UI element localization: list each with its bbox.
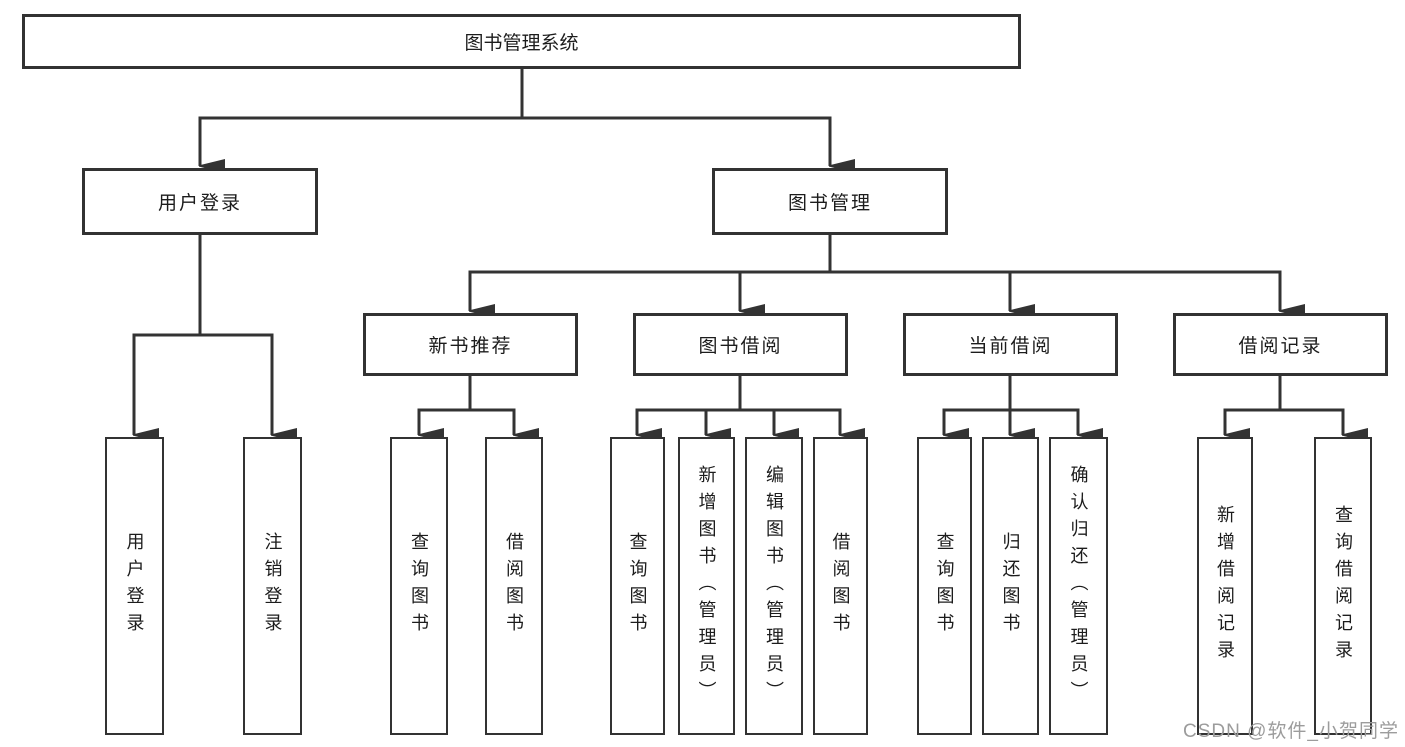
leaf-return-books: 归还图书	[982, 437, 1039, 735]
leaf-confirm-return-admin: 确认归还（管理员）	[1049, 437, 1108, 735]
leaf-borrow-books: 借阅图书	[813, 437, 868, 735]
leaf-query-borrow-record: 查询借阅记录	[1314, 437, 1372, 735]
connector-bars	[132, 69, 1345, 412]
node-current-borrowing: 当前借阅	[903, 313, 1118, 376]
leaf-label: 用户登录	[124, 532, 145, 640]
leaf-label: 注销登录	[262, 532, 283, 640]
node-borrowing-records: 借阅记录	[1173, 313, 1388, 376]
node-book-borrowing: 图书借阅	[633, 313, 848, 376]
node-label: 图书管理	[787, 193, 872, 214]
leaf-borrow-books-recommend: 借阅图书	[485, 437, 543, 735]
leaf-label: 查询图书	[627, 532, 648, 640]
leaf-query-books-recommend: 查询图书	[390, 437, 448, 735]
node-label: 当前借阅	[968, 336, 1053, 357]
leaf-label: 确认归还（管理员）	[1068, 464, 1089, 708]
node-user-login: 用户登录	[82, 168, 318, 235]
leaf-label: 借阅图书	[830, 532, 851, 640]
leaf-logout-login: 注销登录	[243, 437, 302, 735]
node-new-book-recommend: 新书推荐	[363, 313, 578, 376]
leaf-label: 借阅图书	[504, 532, 524, 640]
csdn-watermark: CSDN @软件_小贺同学	[1183, 721, 1399, 742]
leaf-edit-books-admin: 编辑图书（管理员）	[745, 437, 803, 735]
leaf-query-books-current: 查询图书	[917, 437, 972, 735]
leaf-query-books-borrow: 查询图书	[610, 437, 665, 735]
leaf-label: 查询图书	[934, 532, 955, 640]
leaf-user-login: 用户登录	[105, 437, 164, 735]
leaf-label: 新增图书（管理员）	[696, 464, 717, 708]
leaf-label: 查询借阅记录	[1333, 505, 1353, 667]
leaf-label: 新增借阅记录	[1215, 505, 1235, 667]
node-book-management: 图书管理	[712, 168, 948, 235]
leaf-label: 归还图书	[1000, 532, 1021, 640]
leaf-add-borrow-record: 新增借阅记录	[1197, 437, 1253, 735]
node-label: 用户登录	[157, 193, 242, 214]
node-label: 图书借阅	[698, 336, 783, 357]
node-label: 借阅记录	[1238, 336, 1323, 357]
leaf-label: 查询图书	[409, 532, 429, 640]
node-book-management-system: 图书管理系统	[22, 14, 1021, 69]
leaf-add-books-admin: 新增图书（管理员）	[678, 437, 735, 735]
node-label: 新书推荐	[428, 336, 513, 357]
leaf-label: 编辑图书（管理员）	[764, 464, 784, 708]
node-label: 图书管理系统	[464, 33, 579, 54]
